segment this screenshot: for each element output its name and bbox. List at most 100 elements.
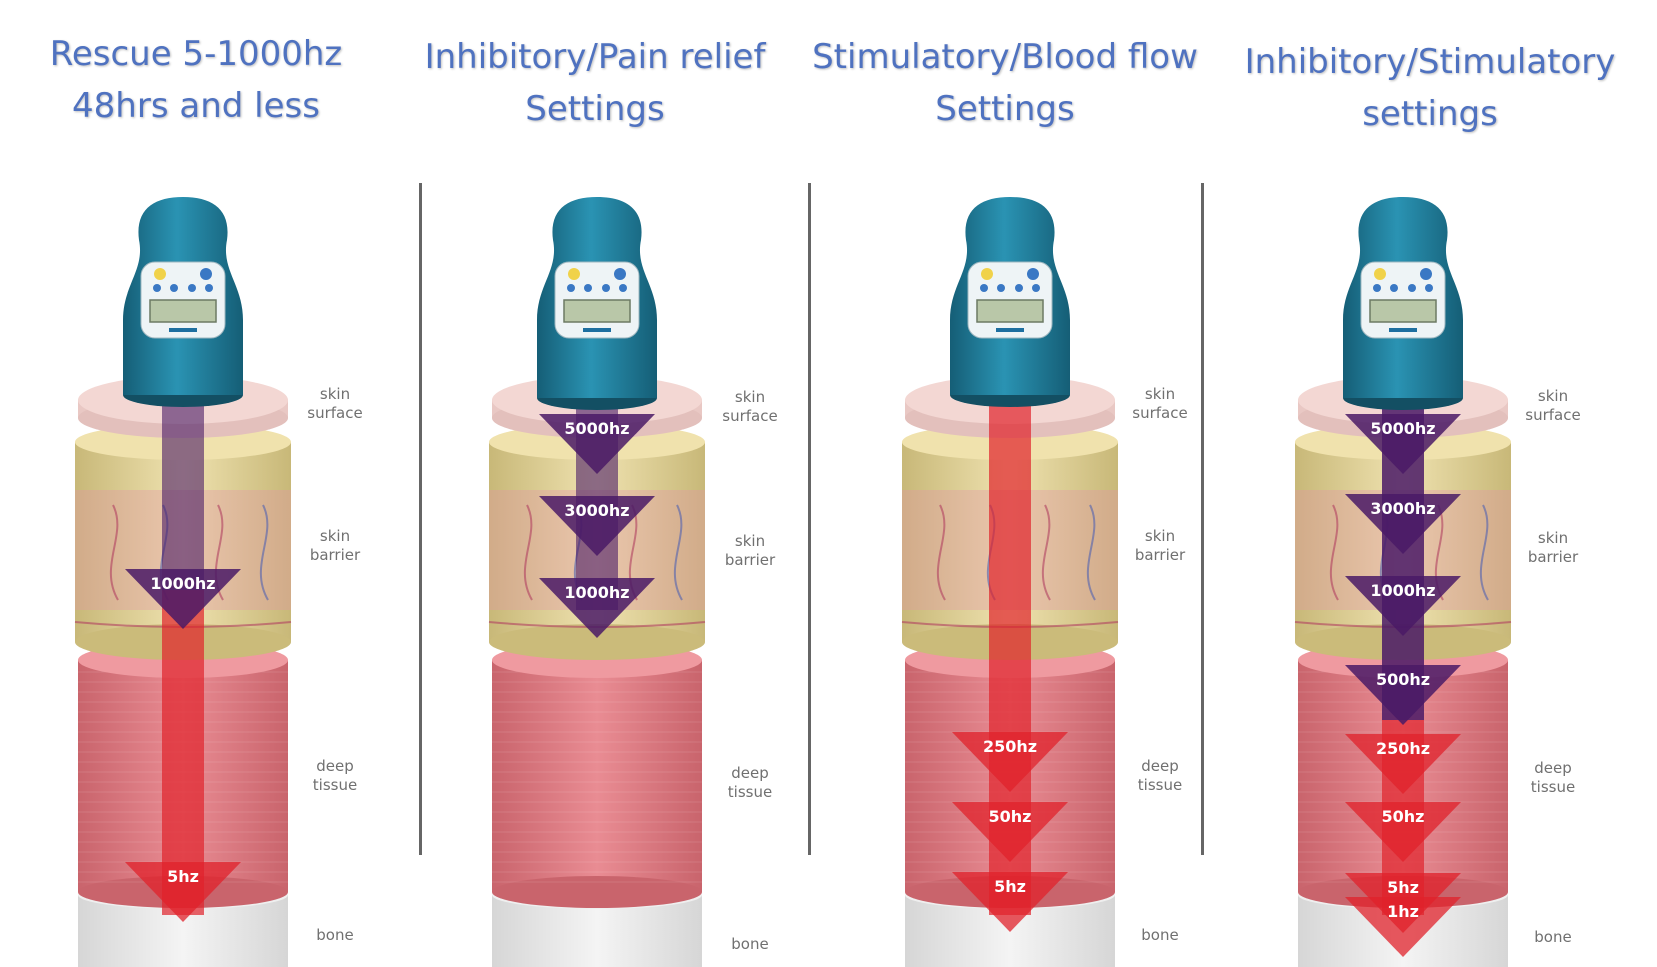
label-line: bone [316,926,354,944]
label-line: surface [1525,406,1581,424]
label-line: surface [722,407,778,425]
panel-title-line-1: Rescue 5-1000hz [49,34,343,74]
panel-title: Rescue 5-1000hz 48hrs and less [0,28,392,132]
label-line: deep [731,764,769,782]
frequency-label: 5hz [994,877,1026,896]
control-button-icon [1373,284,1381,292]
panel-title-line-1: Inhibitory/Pain relief [424,37,766,77]
control-button-icon [980,284,988,292]
frequency-arrowhead [1345,802,1461,862]
frequency-arrowhead [125,569,241,629]
panel-title-line-1: Stimulatory/Blood flow [812,37,1198,77]
frequency-label: 250hz [983,737,1037,756]
brand-logo-mark [996,328,1024,332]
mode-button-icon [200,268,212,280]
power-button-icon [568,268,580,280]
frequency-arrowhead [1345,576,1461,636]
label-bone: bone [1513,928,1593,947]
control-button-icon [1425,284,1433,292]
frequency-label: 250hz [1376,739,1430,758]
frequency-arrowhead [539,414,655,474]
frequency-arrowhead [952,872,1068,932]
frequency-arrowhead [125,862,241,922]
frequency-arrowhead [1345,734,1461,794]
device [123,197,243,407]
device [1343,197,1463,410]
lcd-screen [1369,299,1437,323]
panel-inhibitory-pain-relief: Inhibitory/Pain relief Settings [400,0,790,967]
label-line: skin [1144,385,1176,403]
panel-title-line-2: Settings [525,89,665,129]
blood-vessel [523,504,533,601]
panel-title: Stimulatory/Blood flow Settings [808,31,1202,135]
power-button-icon [981,268,993,280]
frequency-label: 5hz [167,867,199,886]
control-button-icon [997,284,1005,292]
power-button-icon [154,268,166,280]
brand-logo-mark [1389,328,1417,332]
mode-button-icon [1027,268,1039,280]
frequency-label: 5000hz [1370,419,1435,438]
control-button-icon [584,284,592,292]
device [950,197,1070,407]
control-button-icon [170,284,178,292]
divider-3 [1201,183,1204,855]
label-line: bone [1141,926,1179,944]
panel-title-line-2: settings [1362,94,1498,134]
frequency-label: 1000hz [1370,581,1435,600]
frequency-arrowhead [1345,414,1461,474]
lcd-screen [976,299,1044,323]
panel-title-line-2: 48hrs and less [72,86,320,126]
frequency-arrowhead [952,732,1068,792]
label-line: deep [1141,757,1179,775]
brand-logo-mark [169,328,197,332]
label-line: bone [731,935,769,953]
frequency-label: 50hz [1382,807,1425,826]
label-line: skin [319,385,351,403]
label-line: tissue [1137,776,1183,794]
control-button-icon [619,284,627,292]
frequency-arrowhead [539,578,655,638]
lcd-screen [149,299,217,323]
control-button-icon [153,284,161,292]
blood-vessel [936,504,946,601]
blood-vessel [1329,504,1339,601]
mode-button-icon [1420,268,1432,280]
control-button-icon [602,284,610,292]
mode-button-icon [614,268,626,280]
panel-title: Inhibitory/Pain relief Settings [400,31,790,135]
panel-title-line-2: Settings [935,89,1075,129]
stimulatory-beam [162,590,204,915]
device [537,197,657,410]
blood-vessel [1041,504,1051,601]
control-button-icon [1032,284,1040,292]
frequency-arrowhead [1345,665,1461,725]
frequency-label: 5hz [1387,878,1419,897]
deep-tissue-bottom [492,876,702,908]
label-line: tissue [1530,778,1576,796]
label-line: barrier [724,551,776,569]
frequency-arrowhead [539,496,655,556]
label-line: surface [1132,404,1188,422]
frequency-label: 50hz [989,807,1032,826]
lcd-screen [563,299,631,323]
blood-vessel [1479,504,1489,601]
label-bone: bone [295,926,375,945]
power-button-icon [1374,268,1386,280]
blood-vessel [259,504,269,601]
divider-2 [808,183,811,855]
control-button-icon [567,284,575,292]
inhibitory-beam [162,395,204,590]
frequency-label: 1000hz [150,574,215,593]
panel-stimulatory-blood-flow: Stimulatory/Blood flow Settings [808,0,1202,967]
tissue-stack-3: 250hz 50hz 5hz [901,197,1119,967]
